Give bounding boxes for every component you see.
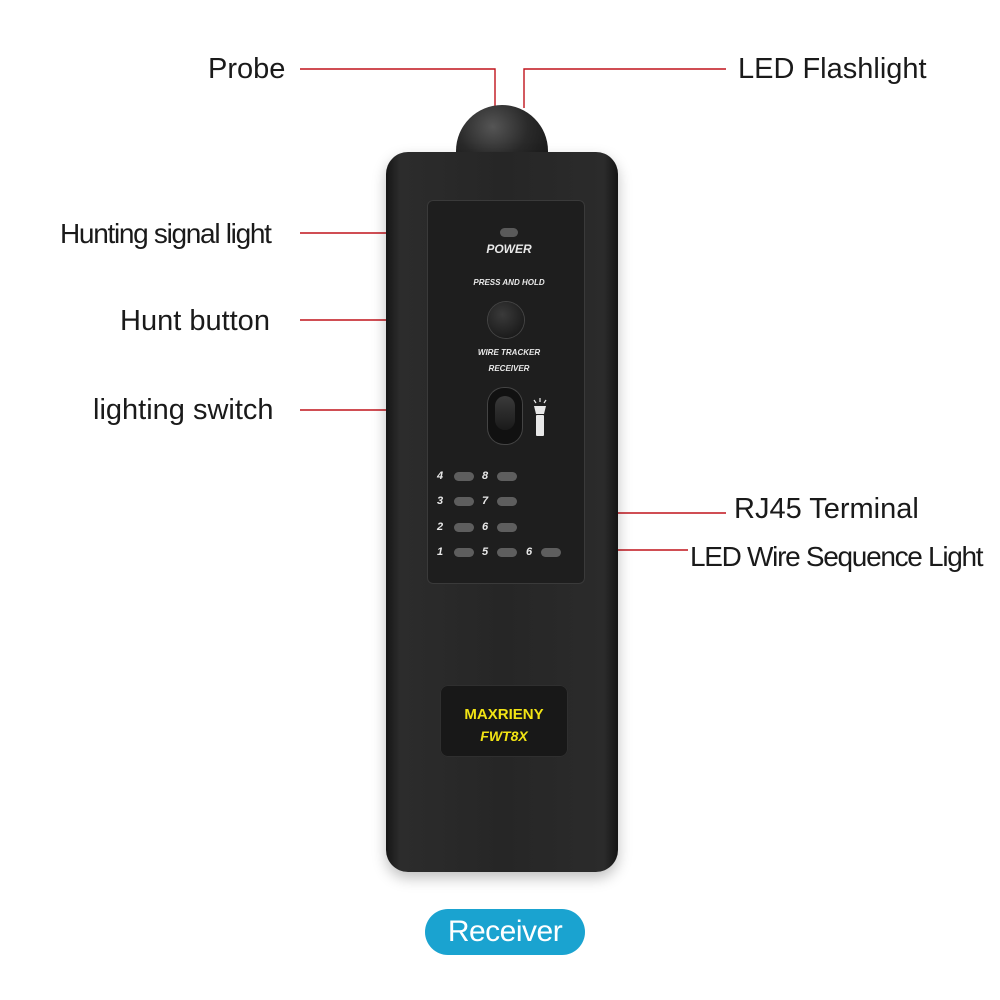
brand-name: MAXRIENY (464, 706, 544, 723)
hunt-button-label: Hunt button (120, 305, 270, 337)
flashlight-icon (533, 398, 547, 436)
probe-leader-line (300, 68, 496, 108)
receiver-text: RECEIVER (488, 364, 530, 373)
led-number: 6 (526, 546, 533, 558)
led-light (497, 497, 517, 506)
power-text: POWER (486, 242, 532, 256)
led-light (454, 523, 474, 532)
led-number: 3 (437, 495, 444, 507)
led-light (454, 497, 474, 506)
lighting-switch-knob[interactable] (495, 396, 515, 430)
led-light (454, 472, 474, 481)
rj45-terminal-label: RJ45 Terminal (734, 493, 919, 525)
led-wire-sequence-light-label: LED Wire Sequence Light (690, 541, 984, 572)
led-light (541, 548, 561, 557)
led-number: 7 (482, 495, 489, 507)
led-light (497, 472, 517, 481)
led-number: 1 (437, 546, 444, 558)
led-light (497, 523, 517, 532)
led-number: 5 (482, 546, 489, 558)
wire-tracker-text: WIRE TRACKER (477, 348, 541, 357)
probe-label: Probe (208, 53, 286, 85)
led-number: 2 (437, 521, 444, 533)
led-number: 8 (482, 470, 489, 482)
receiver-caption: Receiver (425, 909, 585, 955)
led-flashlight-label: LED Flashlight (738, 53, 927, 85)
hunt-button[interactable] (488, 302, 524, 338)
led-light (454, 548, 474, 557)
model-name: FWT8X (480, 728, 528, 744)
press-and-hold-text: PRESS AND HOLD (473, 278, 545, 287)
hunting-signal-light (500, 228, 518, 237)
brand-plate (440, 685, 568, 757)
led-number: 6 (482, 521, 489, 533)
led-number: 4 (437, 470, 444, 482)
lighting-switch-label: lighting switch (93, 394, 274, 426)
led-light (497, 548, 517, 557)
led-flashlight-leader-line (523, 68, 726, 108)
hunting-signal-light-label: Hunting signal light (60, 218, 272, 249)
